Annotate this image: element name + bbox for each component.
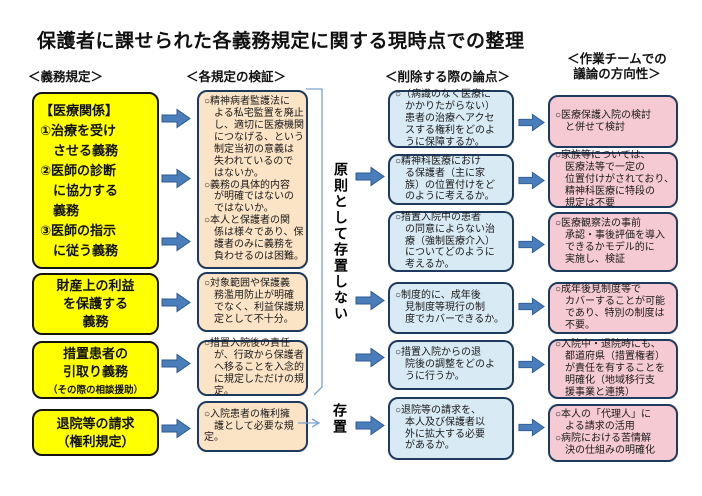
issue-box-request-expansion-text: ○退院等の請求を、 本人及び保護者以 外に拡大する必要 があるか。 (395, 404, 485, 452)
obligation-box-property: 財産上の利益 を保護する 義務 (32, 273, 159, 335)
direction-box-guardianship: ○成年後見制度等で カバーすることが可能 であり、特別の制度は 不要。 (548, 282, 678, 334)
label-no-retention: 原則として存置しない (333, 162, 349, 322)
verification-box-takeback: ○措置入院後の責任 が、行政から保護者 へ移ることを入念的 に規定しただけの規 … (197, 338, 308, 397)
verification-box-takeback-text: ○措置入院後の責任 が、行政から保護者 へ移ることを入念的 に規定しただけの規 … (204, 338, 304, 397)
page-title: 保護者に課せられた各義務規定に関する現時点での整理 (37, 31, 525, 52)
issue-box-family-position-text: ○精神科医療におけ る保護者（主に家 族）の位置付けをど のように考えるか。 (395, 155, 495, 203)
verification-box-discharge-text: ○入院患者の権利擁 護として必要な規定。 (204, 408, 294, 444)
issue-box-involuntary-treatment-text: ○措置入院中の患者 の同意によらない治 療（強制医療介入） についてどのように … (395, 211, 495, 271)
direction-box-family-text: ○家族等については、 医療法等で一定の 位置付けがされており、 精神科医療に特段… (555, 150, 674, 209)
verification-box-property: ○対象範囲や保護義 務濫用防止が明確 でなく、利益保護規 定として不十分。 (197, 272, 308, 332)
flow-arrow-icon (518, 234, 545, 255)
obligation-box-discharge-request-text: 退院等の請求 （権利規定） (56, 415, 135, 449)
flow-arrow-icon (355, 290, 385, 311)
obligation-box-medical-text: 【医療関係】 ①治療を受け させる義務 ②医師の診断 に協力する 義務 ③医師の… (40, 102, 119, 258)
obligation-box-discharge-request: 退院等の請求 （権利規定） (32, 409, 159, 456)
flow-arrow-icon (518, 296, 545, 317)
verification-box-discharge: ○入院患者の権利擁 護として必要な規定。 (197, 401, 308, 452)
direction-box-prefecture-duty-text: ○入院中・退院時にも、 都道府県（措置権者） が責任を有することを 明確化（地域… (555, 339, 665, 398)
direction-box-prefecture-duty: ○入院中・退院時にも、 都道府県（措置権者） が責任を有することを 明確化（地域… (548, 339, 678, 399)
flow-arrow-icon (161, 108, 191, 129)
direction-box-hogo-nyuin: ○医療保護入院の検討 と併せて検討 (548, 95, 678, 148)
direction-box-kansatsu-model-text: ○医療観察法の事前 承認・事後評価を導入 できるかモデル的に 実施し、検証 (555, 218, 665, 265)
label-retention: 存置 (332, 403, 348, 435)
obligation-box-takeback-subtext: （その際の相談援助） (47, 384, 143, 396)
obligation-box-property-text: 財産上の利益 を保護する 義務 (56, 278, 135, 329)
issue-box-guardianship-cover-text: ○制度的に、成年後 見制度等現行の制 度でカバーできるか。 (395, 290, 504, 325)
column-header-team-direction: ＜作業チームでの 議論の方向性＞ (567, 52, 667, 81)
flow-arrow-icon (355, 166, 385, 187)
flow-arrow-icon (161, 418, 191, 439)
flow-arrow-icon (518, 354, 545, 375)
flow-arrow-icon (161, 292, 191, 313)
direction-box-kansatsu-model: ○医療観察法の事前 承認・事後評価を導入 できるかモデル的に 実施し、検証 (548, 212, 678, 272)
verification-box-medical: ○精神病者監護法に よる私宅監置を廃止 し、適切に医療機関 につなげる、という … (197, 90, 308, 269)
flow-arrow-icon (518, 170, 545, 191)
direction-box-family: ○家族等については、 医療法等で一定の 位置付けがされており、 精神科医療に特段… (548, 150, 678, 209)
obligation-box-medical: 【医療関係】 ①治療を受け させる義務 ②医師の診断 に協力する 義務 ③医師の… (32, 92, 159, 269)
verification-box-property-text: ○対象範囲や保護義 務濫用防止が明確 でなく、利益保護規 定として不十分。 (204, 278, 304, 325)
group-bracket-icon (306, 88, 323, 396)
direction-box-agent-complaint-text: ○本人の「代理人」に よる請求の活用 ○病院における苦情解 決の仕組みの明確化 (555, 409, 655, 456)
flow-arrow-icon (355, 347, 385, 368)
direction-box-guardianship-text: ○成年後見制度等で カバーすることが可能 であり、特別の制度は 不要。 (555, 284, 665, 331)
issue-box-request-expansion: ○退院等の請求を、 本人及び保護者以 外に拡大する必要 があるか。 (388, 397, 514, 460)
flow-arrow-icon (355, 415, 385, 436)
direction-box-agent-complaint: ○本人の「代理人」に よる請求の活用 ○病院における苦情解 決の仕組みの明確化 (548, 404, 678, 462)
direction-box-hogo-nyuin-text: ○医療保護入院の検討 と併せて検討 (555, 109, 652, 133)
issue-box-guardianship-cover: ○制度的に、成年後 見制度等現行の制 度でカバーできるか。 (388, 282, 514, 334)
issue-box-family-position: ○精神科医療におけ る保護者（主に家 族）の位置付けをど のように考えるか。 (388, 154, 514, 205)
column-header-verification: ＜各規定の検証＞ (186, 70, 287, 84)
flow-arrow-icon (518, 417, 545, 438)
issue-box-involuntary-treatment: ○措置入院中の患者 の同意によらない治 療（強制医療介入） についてどのように … (388, 211, 514, 272)
flow-arrow-icon (161, 231, 191, 252)
flow-arrow-icon (161, 353, 191, 374)
issue-box-access-text: ○（病識のなく医療に かかりたがらない） 患者の治療へアクセ スする権利をどのよ… (395, 89, 495, 148)
obligation-box-takeback: 措置患者の 引取り義務 （その際の相談援助） (32, 341, 159, 399)
flow-arrow-icon (161, 168, 191, 189)
issue-box-post-discharge: ○措置入院からの退 院後の調整をどのよ うに行うか。 (388, 340, 514, 390)
obligation-box-takeback-text: 措置患者の 引取り義務 (62, 345, 128, 379)
column-header-deletion-issues: ＜削除する際の論点＞ (385, 70, 511, 84)
issue-box-post-discharge-text: ○措置入院からの退 院後の調整をどのよ うに行うか。 (395, 347, 495, 382)
issue-box-access: ○（病識のなく医療に かかりたがらない） 患者の治療へアクセ スする権利をどのよ… (388, 89, 514, 148)
flow-arrow-icon (518, 112, 545, 133)
verification-box-medical-text: ○精神病者監護法に よる私宅監置を廃止 し、適切に医療機関 につなげる、という … (204, 96, 304, 262)
column-header-obligations: ＜義務規定＞ (28, 70, 104, 84)
